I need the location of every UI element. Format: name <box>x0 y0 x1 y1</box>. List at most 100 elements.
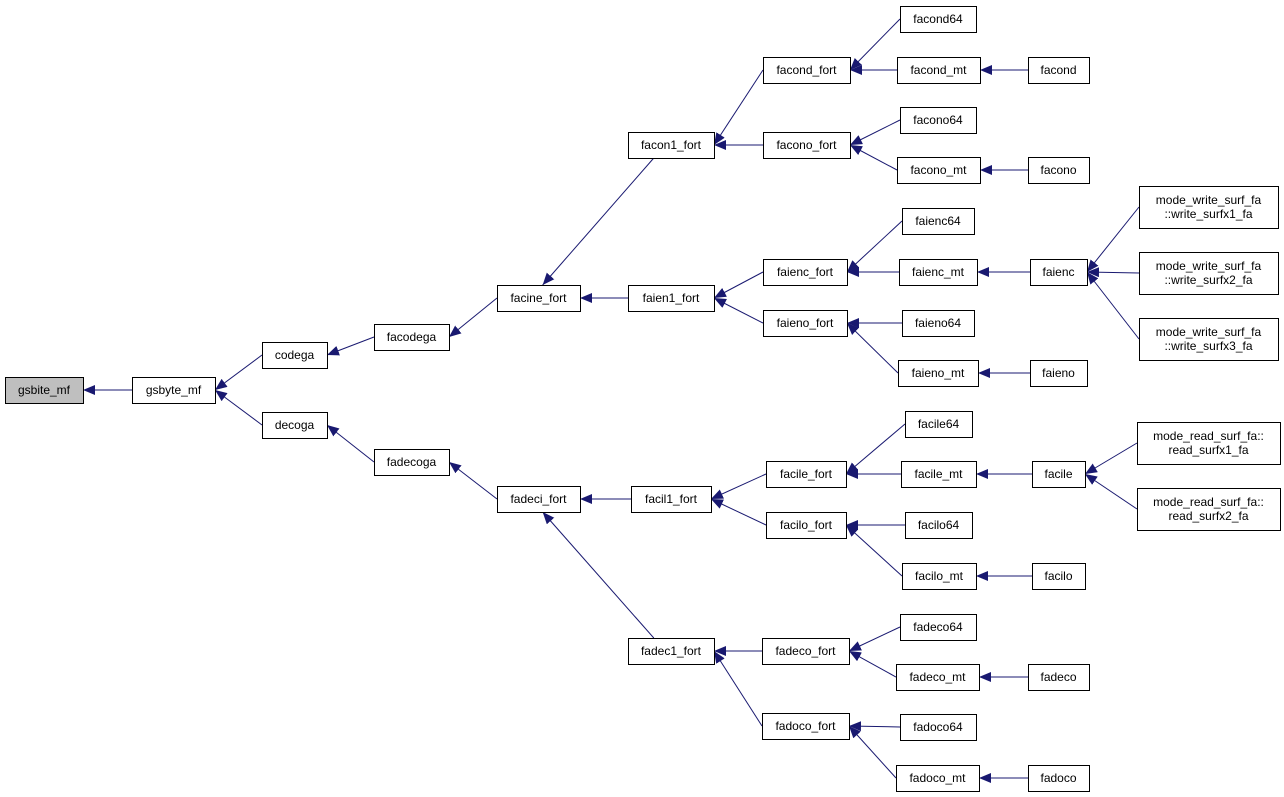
node-box <box>900 107 977 134</box>
node-label: facilo <box>1044 569 1072 583</box>
node-fadoco_fort[interactable]: fadoco_fort <box>762 713 850 740</box>
node-label: facile_mt <box>914 467 963 481</box>
edge-write_surfx2_fa-to-faienc <box>1086 267 1140 278</box>
node-fadeco_fort[interactable]: fadeco_fort <box>762 638 850 665</box>
edge-faienc64-to-faienc_fort <box>846 220 903 273</box>
node-facono[interactable]: facono <box>1028 157 1090 184</box>
edge-read_surfx1_fa-to-facile <box>1084 442 1138 475</box>
node-faienc_fort[interactable]: faienc_fort <box>763 259 848 286</box>
node-box <box>497 486 581 513</box>
node-box <box>763 57 851 84</box>
node-label: facono_mt <box>910 163 967 177</box>
node-box <box>1139 252 1279 295</box>
node-write_surfx3_fa[interactable]: mode_write_surf_fa::write_surfx3_fa <box>1139 318 1279 361</box>
node-facilo[interactable]: facilo <box>1032 563 1086 590</box>
node-facodega[interactable]: facodega <box>374 324 450 351</box>
node-fadeco64[interactable]: fadeco64 <box>900 614 977 641</box>
node-read_surfx2_fa[interactable]: mode_read_surf_fa::read_surfx2_fa <box>1137 488 1281 531</box>
node-facon1_fort[interactable]: facon1_fort <box>628 132 715 159</box>
node-facile64[interactable]: facile64 <box>905 411 973 438</box>
node-label: mode_write_surf_fa <box>1156 259 1262 273</box>
edge-fadeci_fort-to-fadecoga <box>448 461 498 500</box>
node-faieno[interactable]: faieno <box>1030 360 1088 387</box>
node-label: facilo_fort <box>780 518 833 532</box>
node-facond_mt[interactable]: facond_mt <box>897 57 981 84</box>
node-box <box>1137 488 1281 531</box>
edge-facine_fort-to-facodega <box>448 297 498 338</box>
node-box <box>1032 563 1086 590</box>
node-faienc64[interactable]: faienc64 <box>902 208 975 235</box>
node-facond[interactable]: facond <box>1028 57 1090 84</box>
node-facile[interactable]: facile <box>1032 461 1086 488</box>
node-fadoco64[interactable]: fadoco64 <box>900 714 977 741</box>
node-faieno_fort[interactable]: faieno_fort <box>763 310 848 337</box>
edge-facon1_fort-to-facine_fort <box>542 157 655 286</box>
node-label: fadoco64 <box>913 720 963 734</box>
node-read_surfx1_fa[interactable]: mode_read_surf_fa::read_surfx1_fa <box>1137 422 1281 465</box>
node-facilo_fort[interactable]: facilo_fort <box>766 512 847 539</box>
node-label: faieno64 <box>915 316 961 330</box>
node-label: mode_write_surf_fa <box>1156 325 1262 339</box>
node-box <box>902 310 975 337</box>
node-facond_fort[interactable]: facond_fort <box>763 57 851 84</box>
node-faieno_mt[interactable]: faieno_mt <box>898 360 979 387</box>
node-box <box>374 324 450 351</box>
node-write_surfx2_fa[interactable]: mode_write_surf_fa::write_surfx2_fa <box>1139 252 1279 295</box>
node-label: facono_fort <box>776 138 837 152</box>
node-fadeco[interactable]: fadeco <box>1028 664 1090 691</box>
node-box <box>374 449 450 476</box>
node-gsbite_mf: gsbite_mf <box>5 377 84 404</box>
node-fadeci_fort[interactable]: fadeci_fort <box>497 486 581 513</box>
edge-fadoco_fort-to-fadec1_fort <box>713 650 763 727</box>
node-label: fadecoga <box>387 455 437 469</box>
node-label: facono64 <box>913 113 963 127</box>
node-box <box>900 614 977 641</box>
node-facil1_fort[interactable]: facil1_fort <box>631 486 712 513</box>
node-box <box>896 765 980 792</box>
node-box <box>132 377 216 404</box>
node-label: facile_fort <box>780 467 833 481</box>
node-write_surfx1_fa[interactable]: mode_write_surf_fa::write_surfx1_fa <box>1139 186 1279 229</box>
node-fadec1_fort[interactable]: fadec1_fort <box>628 638 715 665</box>
node-facond64[interactable]: facond64 <box>900 6 977 33</box>
node-box <box>902 208 975 235</box>
node-gsbyte_mf[interactable]: gsbyte_mf <box>132 377 216 404</box>
node-fadoco_mt[interactable]: fadoco_mt <box>896 765 980 792</box>
node-box <box>628 285 715 312</box>
node-label: faieno <box>1042 366 1075 380</box>
node-box <box>628 638 715 665</box>
node-facile_mt[interactable]: facile_mt <box>901 461 977 488</box>
node-facono64[interactable]: facono64 <box>900 107 977 134</box>
node-facono_fort[interactable]: facono_fort <box>763 132 851 159</box>
node-fadeco_mt[interactable]: fadeco_mt <box>896 664 980 691</box>
node-box <box>1028 57 1090 84</box>
edge-facono_mt-to-facono_fort <box>849 144 898 171</box>
node-faienc[interactable]: faienc <box>1030 259 1088 286</box>
node-faieno64[interactable]: faieno64 <box>902 310 975 337</box>
node-facilo64[interactable]: facilo64 <box>905 512 973 539</box>
node-label: faieno_mt <box>912 366 965 380</box>
node-facile_fort[interactable]: facile_fort <box>766 461 847 488</box>
node-facilo_mt[interactable]: facilo_mt <box>902 563 977 590</box>
node-label: fadeco_fort <box>775 644 836 658</box>
edges-layer <box>83 18 1140 783</box>
node-box <box>631 486 712 513</box>
node-decoga[interactable]: decoga <box>262 412 328 439</box>
edge-fadec1_fort-to-fadeci_fort <box>542 511 655 639</box>
node-label: mode_write_surf_fa <box>1156 193 1262 207</box>
node-label: faienc_mt <box>912 265 965 279</box>
node-box <box>905 411 973 438</box>
node-facine_fort[interactable]: facine_fort <box>497 285 581 312</box>
node-codega[interactable]: codega <box>262 342 328 369</box>
node-label: read_surfx1_fa <box>1168 443 1248 457</box>
node-fadecoga[interactable]: fadecoga <box>374 449 450 476</box>
node-facono_mt[interactable]: facono_mt <box>897 157 981 184</box>
node-label: fadeco64 <box>913 620 963 634</box>
node-box <box>897 57 981 84</box>
node-label: facilo_mt <box>915 569 964 583</box>
node-faienc_mt[interactable]: faienc_mt <box>899 259 978 286</box>
node-faien1_fort[interactable]: faien1_fort <box>628 285 715 312</box>
node-label: facile64 <box>918 417 960 431</box>
node-fadoco[interactable]: fadoco <box>1028 765 1090 792</box>
